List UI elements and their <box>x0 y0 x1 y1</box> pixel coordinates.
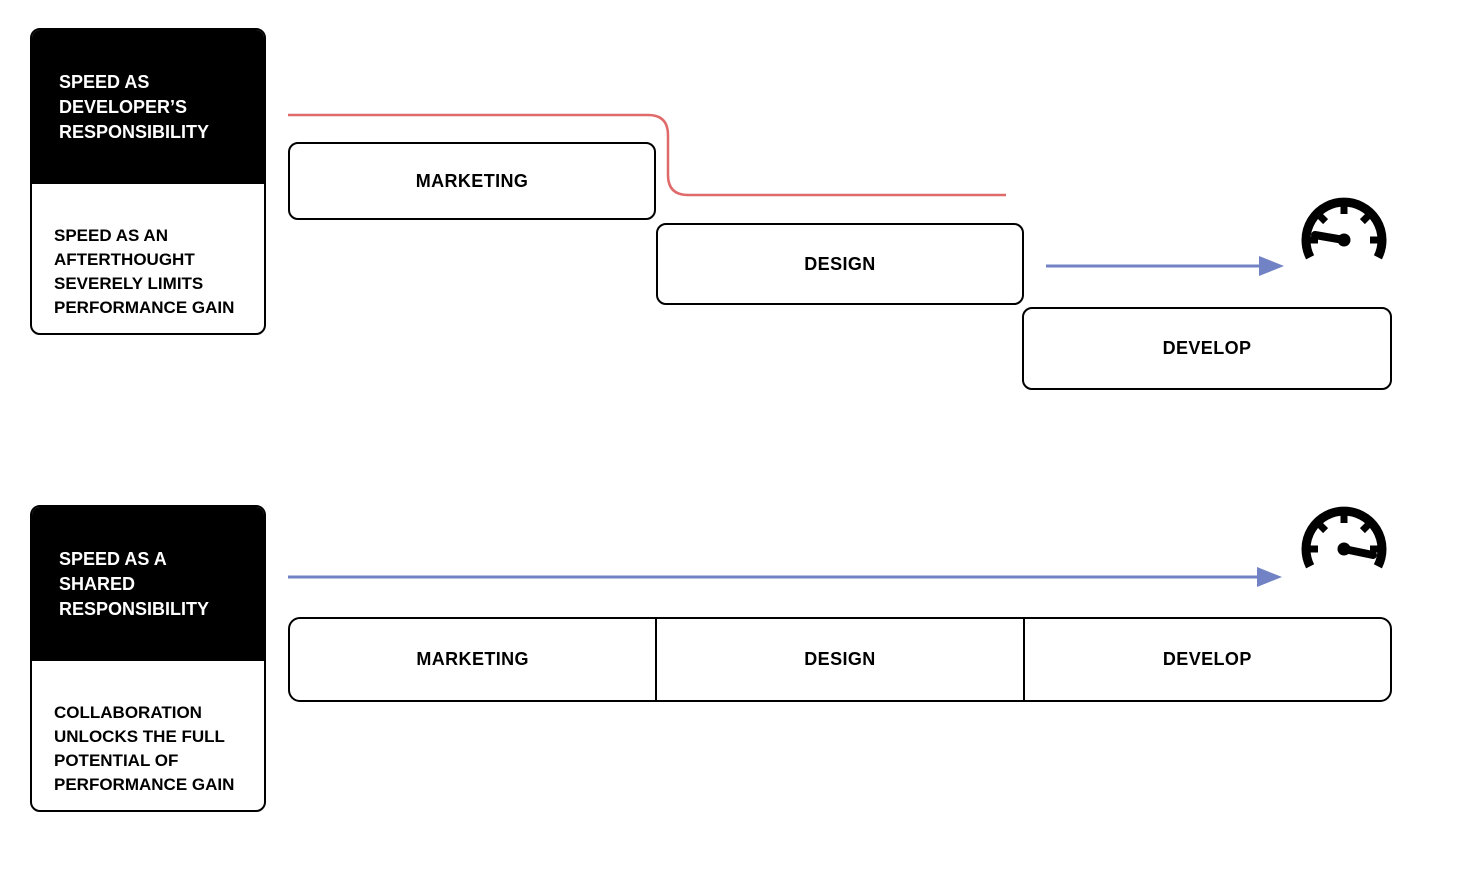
stage-label: MARKETING <box>416 649 529 669</box>
speed-arrow <box>1046 256 1284 276</box>
stage-label: DESIGN <box>804 253 876 274</box>
stage-row: MARKETING DESIGN DEVELOP <box>288 617 1392 702</box>
stage-label: DESIGN <box>804 649 876 669</box>
card-title-line: RESPONSIBILITY <box>59 598 210 619</box>
stage-cell-design: DESIGN <box>655 619 1022 700</box>
card-description-line: PERFORMANCE GAIN <box>54 775 235 794</box>
stage-label: DEVELOP <box>1162 649 1252 669</box>
stage-box-marketing: MARKETING <box>288 142 656 220</box>
stage-box-develop: DEVELOP <box>1022 307 1392 390</box>
card-description-line: UNLOCKS THE FULL <box>54 727 225 746</box>
card-title-line: SPEED AS <box>59 71 150 92</box>
stage-label: MARKETING <box>415 170 529 191</box>
speedometer-icon <box>1301 197 1387 260</box>
speed-arrow <box>288 567 1282 587</box>
card-title-line: SHARED <box>59 573 136 594</box>
red-handoff-line <box>288 113 1006 197</box>
card-description-line: SPEED AS AN <box>54 226 168 245</box>
info-card-waterfall: SPEED AS DEVELOPER’S RESPONSIBILITY SPEE… <box>30 28 266 335</box>
card-title-line: DEVELOPER’S <box>59 96 188 117</box>
card-description-line: AFTERTHOUGHT <box>54 250 195 269</box>
stage-label: DEVELOP <box>1162 338 1252 358</box>
card-description: COLLABORATION UNLOCKS THE FULL POTENTIAL… <box>32 661 264 797</box>
card-description-line: SEVERELY LIMITS <box>54 274 204 293</box>
stage-cell-marketing: MARKETING <box>290 619 655 700</box>
info-card-shared: SPEED AS A SHARED RESPONSIBILITY COLLABO… <box>30 505 266 812</box>
card-description-line: POTENTIAL OF <box>54 751 179 770</box>
card-title: SPEED AS DEVELOPER’S RESPONSIBILITY <box>32 30 264 184</box>
stage-cell-develop: DEVELOP <box>1022 619 1390 700</box>
stage-box-design: DESIGN <box>656 223 1024 305</box>
card-title-line: RESPONSIBILITY <box>59 121 210 142</box>
card-description: SPEED AS AN AFTERTHOUGHT SEVERELY LIMITS… <box>32 184 264 320</box>
card-description-line: PERFORMANCE GAIN <box>54 298 235 317</box>
card-title: SPEED AS A SHARED RESPONSIBILITY <box>32 507 264 661</box>
card-title-line: SPEED AS A <box>59 548 167 569</box>
speedometer-icon <box>1301 506 1387 569</box>
card-description-line: COLLABORATION <box>54 703 202 722</box>
